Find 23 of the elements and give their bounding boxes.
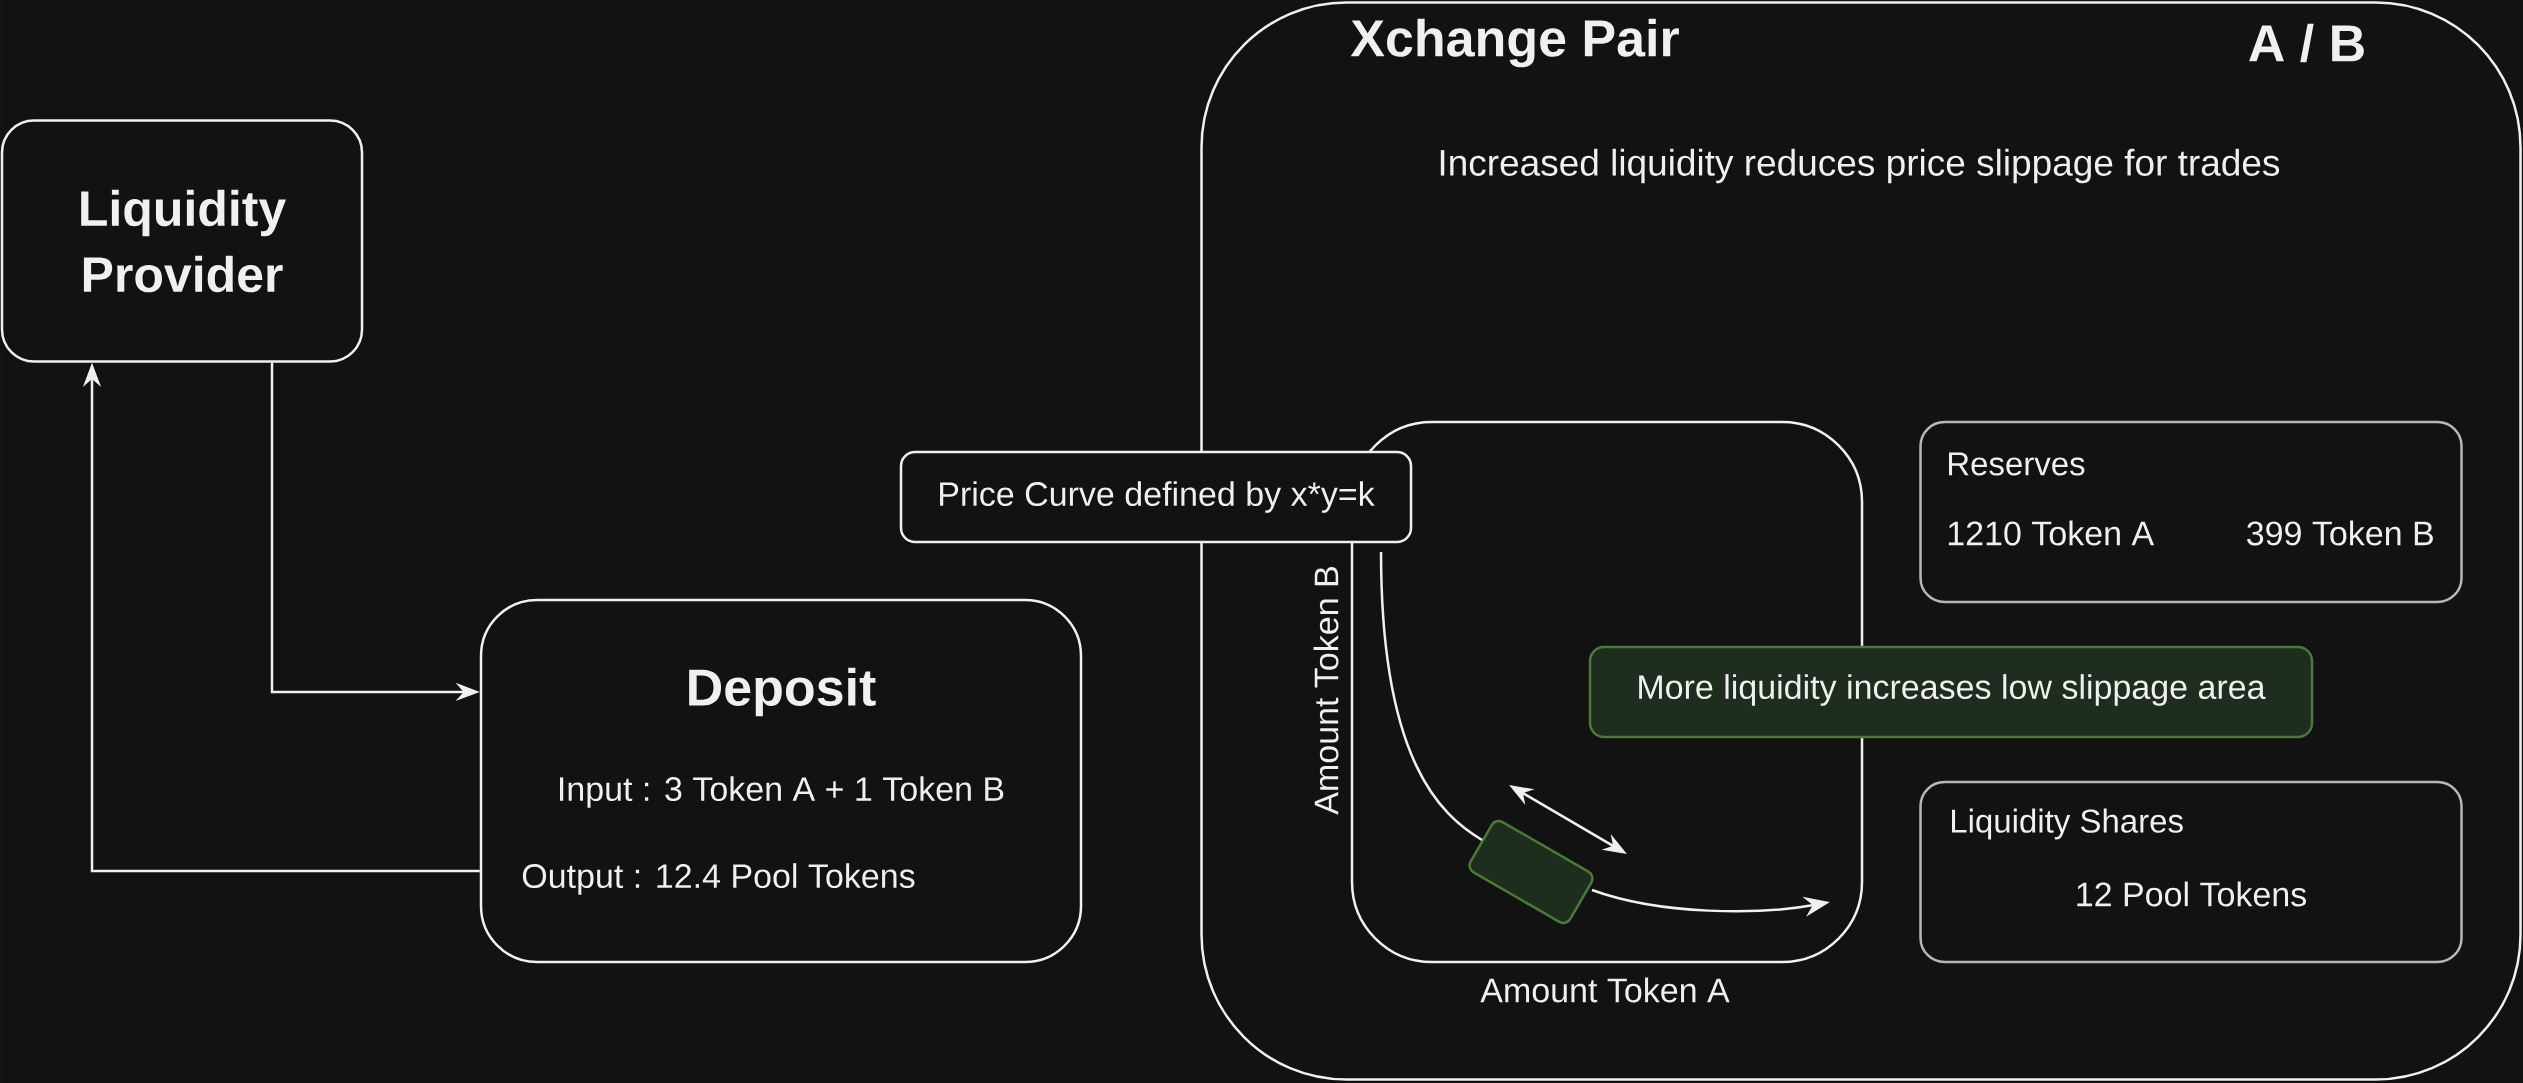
- subtitle: Increased liquidity reduces price slippage for trades: [1440, 148, 2280, 184]
- note-text: More liquidity increases low slippage area: [1639, 674, 2266, 706]
- panel-title: Liquidity Shares: [1952, 808, 2183, 840]
- note-box: [1588, 645, 2314, 739]
- panel-title: Reserves: [1949, 452, 2085, 476]
- input-text: Input : 3 Token A + 1 Token B: [560, 776, 1004, 808]
- callout-box: [899, 450, 1413, 544]
- process-box: [479, 598, 1083, 964]
- value-text: 12 Pool Tokens: [2077, 881, 2306, 907]
- info-panel: [1919, 420, 2463, 604]
- actor-label: Liquidity Provider: [81, 189, 286, 293]
- pair-label: A / B: [2249, 23, 2364, 63]
- axis-label: Amount Token A: [1480, 977, 1730, 1003]
- slider-marker: [1468, 819, 1594, 925]
- output-text: Output : 12.4 Pool Tokens: [522, 863, 915, 895]
- box-title: Deposit: [689, 667, 876, 717]
- value-text: 1210 Token A: [1948, 520, 2155, 546]
- panel-title: Xchange Pair: [1350, 18, 1679, 68]
- axis-label: Amount Token B: [1313, 567, 1339, 815]
- info-panel: [1919, 780, 2463, 964]
- value-text: 399 Token B: [2247, 520, 2433, 546]
- callout-text: Price Curve defined by x*y=k: [940, 481, 1375, 513]
- actor-box: [0, 119, 364, 363]
